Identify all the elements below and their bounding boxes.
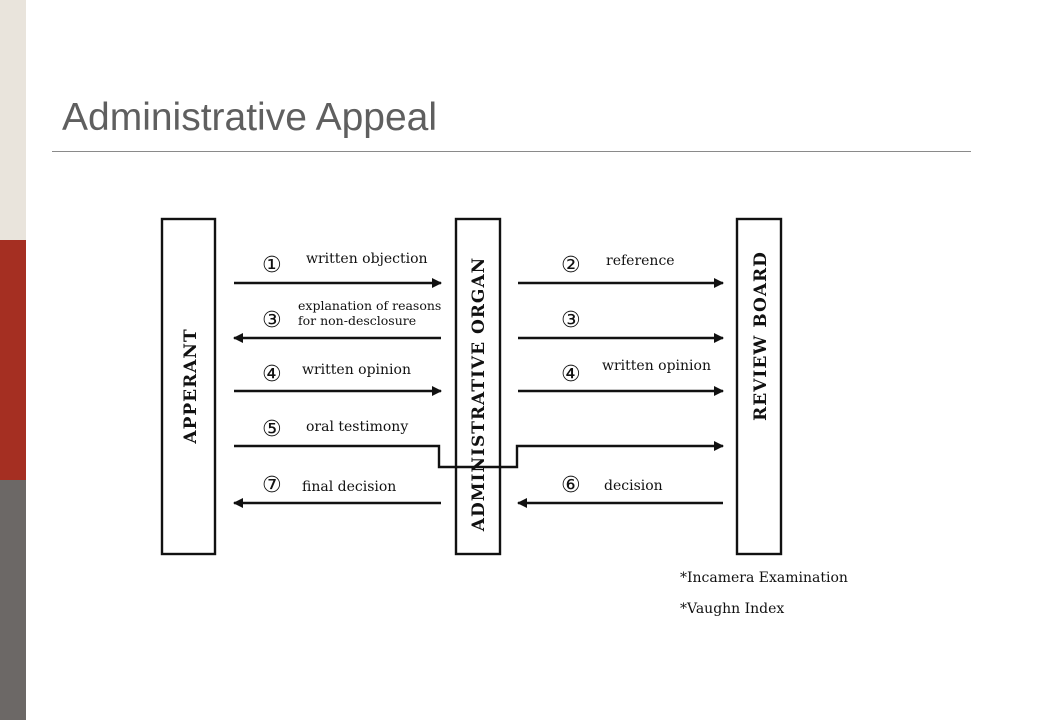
step-3-number-left: ③ [262, 308, 282, 333]
step-1-label: written objection [306, 251, 428, 267]
administrative-organ-box: ADMINISTRATIVE ORGAN [454, 217, 502, 556]
note-incamera: *Incamera Examination [680, 570, 848, 586]
side-strip-top [0, 0, 26, 240]
step-7-number: ⑦ [262, 473, 282, 498]
slide-title: Administrative Appeal [62, 96, 438, 139]
side-strip-bottom [0, 480, 26, 720]
step-6-number: ⑥ [561, 473, 581, 498]
side-strip-middle [0, 240, 26, 480]
step-3-label-line1: explanation of reasons [298, 298, 441, 313]
step-3-number-right: ③ [561, 308, 581, 333]
title-divider [52, 151, 971, 152]
step-7-label: final decision [302, 479, 396, 495]
step-4-label-right: written opinion [602, 358, 711, 374]
step-4-number-right: ④ [561, 362, 581, 387]
step-2-label: reference [606, 253, 675, 269]
note-vaughn: *Vaughn Index [680, 601, 784, 617]
step-5-number: ⑤ [262, 417, 282, 442]
administrative-organ-label: ADMINISTRATIVE ORGAN [469, 257, 489, 532]
apperant-box: APPERANT [160, 217, 217, 556]
step-1-number: ① [262, 253, 282, 278]
arrow-oral-testimony [234, 441, 724, 469]
step-5-label: oral testimony [306, 419, 408, 435]
step-4-number-left: ④ [262, 362, 282, 387]
step-3-label-line2: for non-desclosure [298, 313, 416, 328]
step-4-label-left: written opinion [302, 362, 411, 378]
step-6-label: decision [604, 478, 663, 494]
review-board-label: REVIEW BOARD [751, 251, 771, 421]
review-board-box: REVIEW BOARD [735, 217, 783, 556]
apperant-label: APPERANT [181, 328, 201, 444]
step-2-number: ② [561, 253, 581, 278]
